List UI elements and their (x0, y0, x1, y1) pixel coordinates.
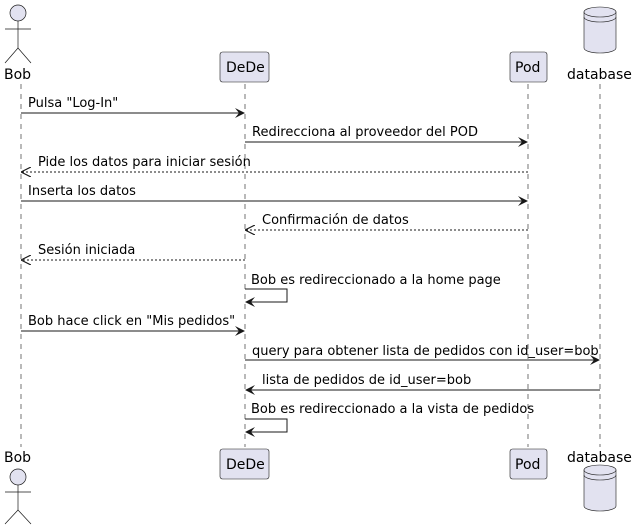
actor-bob-bottom: Bob (4, 450, 32, 525)
message-label: Redirecciona al proveedor del POD (252, 125, 478, 140)
message-label: Bob es redireccionado a la vista de pedi… (251, 402, 534, 417)
message-label: Sesión iniciada (38, 243, 135, 258)
message-label: Pulsa "Log-In" (28, 96, 118, 111)
actor-bob-top: Bob (4, 4, 32, 83)
message-4: Inserta los datos (21, 184, 528, 206)
message-label: lista de pedidos de id_user=bob (262, 373, 471, 388)
participant-label-dede: DeDe (226, 457, 265, 473)
database-icon (583, 464, 617, 512)
participant-label-database: database (567, 450, 632, 466)
participant-label-pod: Pod (515, 457, 540, 473)
participant-pod-bottom: Pod (509, 448, 548, 480)
stick-figure-icon (4, 468, 32, 525)
message-11: Bob es redireccionado a la vista de pedi… (245, 402, 534, 437)
message-label: Confirmación de datos (262, 213, 409, 228)
database-icon (583, 6, 617, 54)
message-9: query para obtener lista de pedidos con … (245, 344, 600, 365)
participant-dede-bottom: DeDe (219, 448, 270, 480)
message-6: Sesión iniciada (22, 243, 245, 260)
participant-dede-top: DeDe (219, 51, 270, 83)
message-8: Bob hace click en "Mis pedidos" (21, 314, 245, 336)
message-1: Pulsa "Log-In" (21, 96, 245, 118)
participant-label-bob: Bob (4, 67, 31, 83)
stick-figure-icon (4, 4, 32, 64)
participant-database-bottom: database (567, 450, 632, 512)
message-10: lista de pedidos de id_user=bob (245, 373, 600, 395)
participant-label-dede: DeDe (226, 60, 265, 76)
message-7: Bob es redireccionado a la home page (245, 273, 501, 307)
message-label: Bob hace click en "Mis pedidos" (28, 314, 235, 329)
message-2: Redirecciona al proveedor del POD (245, 125, 528, 147)
participant-label-database: database (567, 67, 632, 83)
message-5: Confirmación de datos (246, 213, 528, 230)
message-label: Inserta los datos (28, 184, 136, 199)
participant-label-bob: Bob (4, 450, 31, 466)
message-label: query para obtener lista de pedidos con … (252, 344, 599, 359)
participant-pod-top: Pod (509, 51, 548, 83)
participant-label-pod: Pod (515, 60, 540, 76)
message-label: Bob es redireccionado a la home page (251, 273, 501, 288)
message-3: Pide los datos para iniciar sesión (22, 155, 528, 172)
message-label: Pide los datos para iniciar sesión (38, 155, 251, 170)
participant-database-top: database (567, 6, 632, 83)
